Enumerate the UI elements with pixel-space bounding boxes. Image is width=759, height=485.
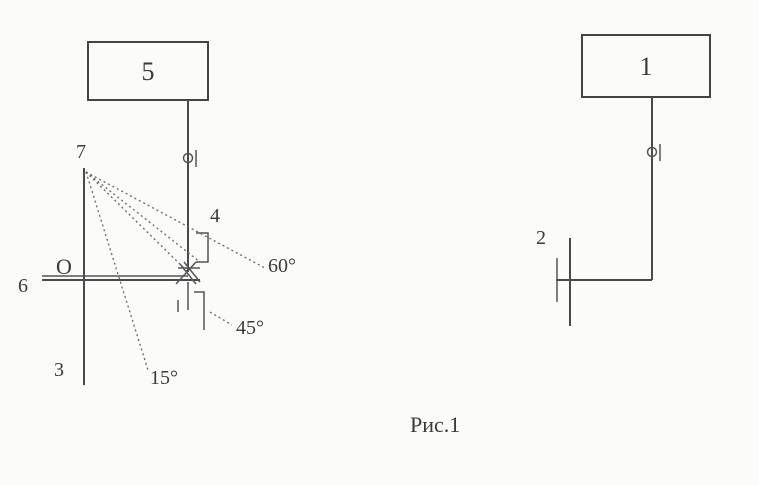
angle-60-label: 60°	[268, 255, 296, 277]
ray-60	[85, 171, 266, 269]
block-5	[87, 41, 209, 101]
element-4-bracket	[196, 232, 209, 263]
label-7: 7	[76, 141, 86, 163]
junction-sensor	[175, 261, 205, 330]
left-connector-symbol	[182, 150, 197, 167]
ray-45-tick	[209, 311, 233, 326]
ray-to-junction	[85, 171, 189, 273]
block-1	[581, 34, 711, 98]
label-2: 2	[536, 227, 546, 249]
element-2	[556, 238, 571, 326]
ray-15	[85, 171, 149, 371]
label-O: O	[56, 254, 72, 279]
figure-caption: Рис.1	[410, 412, 460, 437]
right-connector-symbol	[646, 144, 661, 161]
angle-15-label: 15°	[150, 367, 178, 389]
label-6: 6	[18, 275, 28, 297]
angle-45-label: 45°	[236, 317, 264, 339]
block-5-label: 5	[142, 57, 155, 86]
label-4: 4	[210, 205, 220, 227]
ray-to-element-4	[85, 171, 201, 263]
block-1-label: 1	[640, 52, 653, 81]
label-3: 3	[54, 359, 64, 381]
